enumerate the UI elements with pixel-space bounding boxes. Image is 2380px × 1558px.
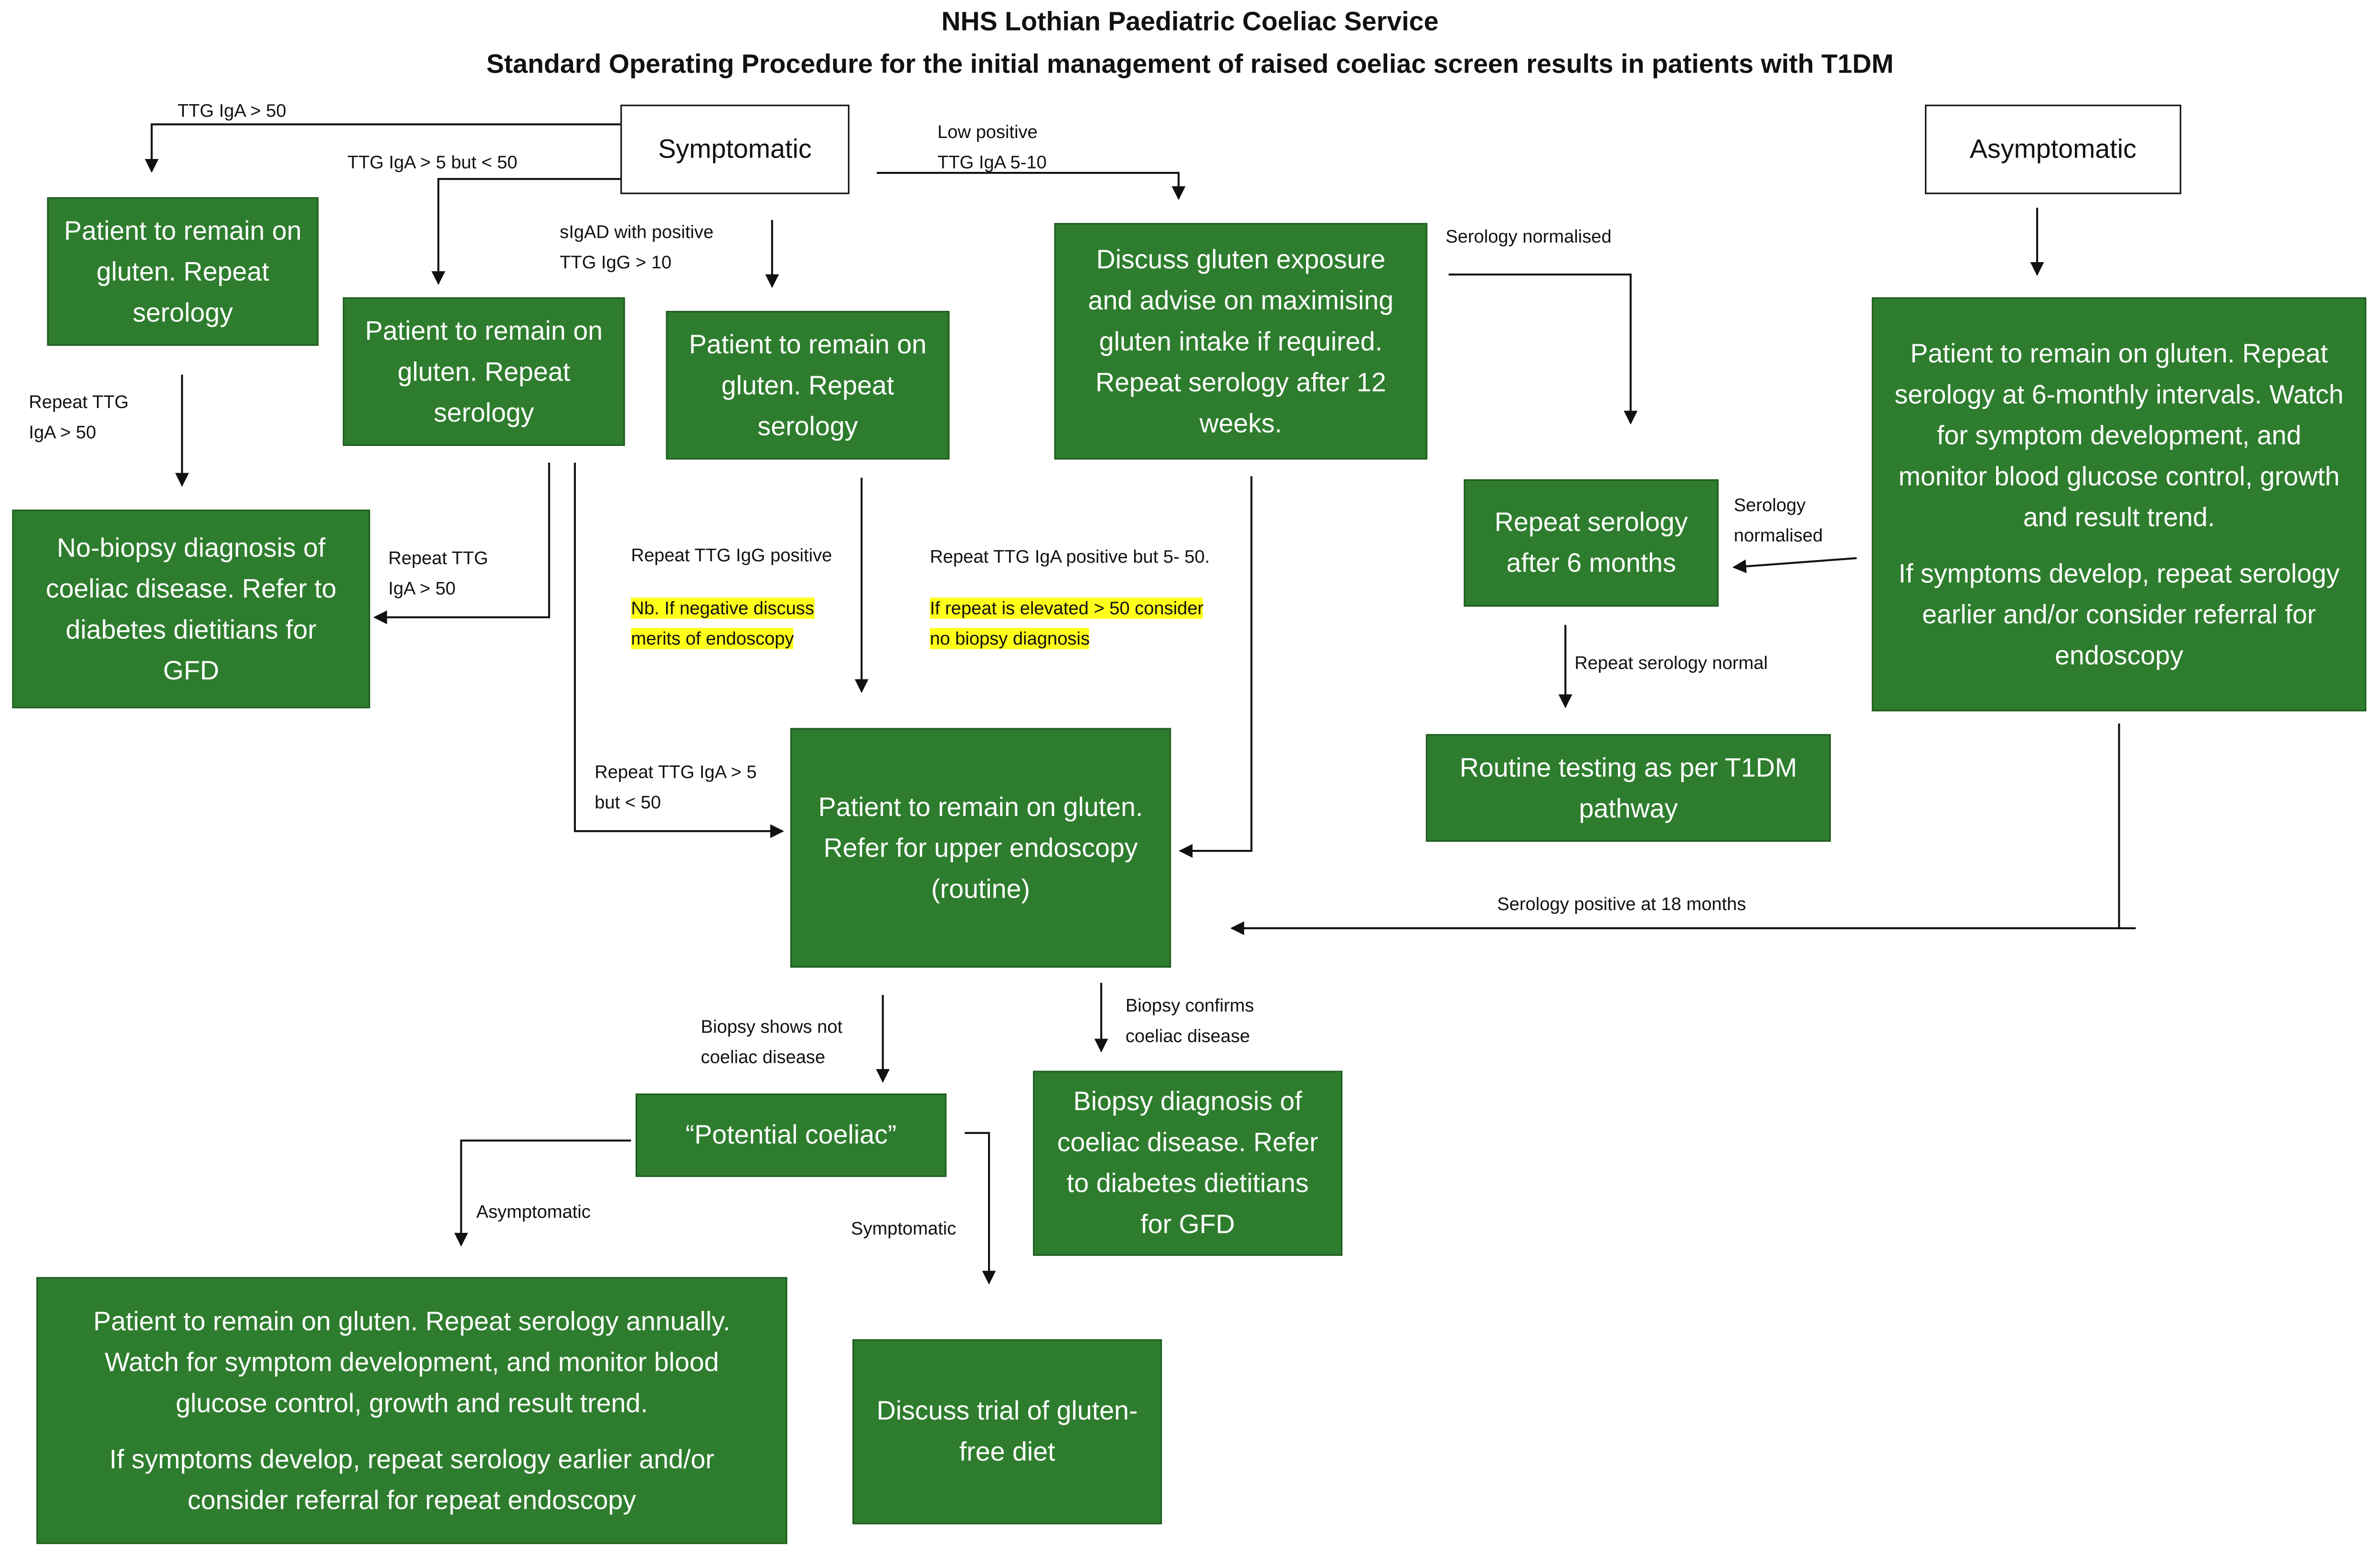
arrow-serology-normalised-top (1448, 273, 1638, 425)
symptomatic-box: Symptomatic (620, 105, 850, 194)
arrow-serology-normalised-side (1732, 557, 1857, 573)
label-nb-negative: Nb. If negative discuss merits of endosc… (631, 597, 814, 649)
discuss-gluten-box: Discuss gluten exposure and advise on ma… (1054, 223, 1428, 460)
label-serology-normalised-side: Serology normalised (1733, 494, 1823, 546)
routine-testing-text: Routine testing as per T1DM pathway (1459, 751, 1797, 823)
label-ttg-gt50: TTG IgA > 50 (177, 100, 287, 122)
label-repeat-ttg-iga-5-50: Repeat TTG IgA positive but 5- 50. (930, 546, 1210, 568)
asymptomatic-plan-box: Patient to remain on gluten. Repeat sero… (1871, 297, 2367, 711)
potential-coeliac-text: “Potential coeliac” (685, 1119, 897, 1150)
remain-repeat-text-c: Patient to remain on gluten. Repeat sero… (689, 328, 927, 441)
gfd-trial-box: Discuss trial of gluten-free diet (852, 1339, 1162, 1525)
label-repeat-ttg-gt50-b: Repeat TTG IgA > 50 (388, 547, 489, 599)
potential-coeliac-box: “Potential coeliac” (635, 1093, 947, 1177)
label-biopsy-confirms: Biopsy confirms coeliac disease (1125, 995, 1254, 1047)
annual-plan-text-1: Patient to remain on gluten. Repeat sero… (93, 1305, 731, 1418)
asymptomatic-label: Asymptomatic (1969, 133, 2136, 164)
title-line-2: Standard Operating Procedure for the ini… (486, 48, 1894, 79)
refer-endoscopy-text: Patient to remain on gluten. Refer for u… (818, 791, 1143, 903)
annual-plan-box: Patient to remain on gluten. Repeat sero… (36, 1277, 787, 1544)
arrow-symptomatic (965, 1132, 996, 1285)
label-asymptomatic: Asymptomatic (476, 1201, 591, 1223)
label-repeat-ttg-5-50: Repeat TTG IgA > 5 but < 50 (595, 761, 757, 813)
arrow-asymptomatic (454, 1139, 631, 1247)
label-serology-positive-18m: Serology positive at 18 months (1497, 893, 1746, 915)
label-repeat-ttg-gt50-a: Repeat TTG IgA > 50 (29, 391, 129, 443)
asymptomatic-plan-text-2: If symptoms develop, repeat serology ear… (1898, 557, 2340, 670)
arrow-iga-5-50 (1179, 476, 1253, 858)
label-repeat-ttg-igg-positive: Repeat TTG IgG positive (631, 544, 832, 566)
asymptomatic-box: Asymptomatic (1924, 105, 2181, 194)
asymptomatic-plan-text-1: Patient to remain on gluten. Repeat sero… (1894, 337, 2344, 532)
refer-endoscopy-box: Patient to remain on gluten. Refer for u… (790, 728, 1171, 968)
label-if-repeat-elevated: If repeat is elevated > 50 consider no b… (930, 597, 1204, 649)
remain-repeat-box-a: Patient to remain on gluten. Repeat sero… (47, 197, 319, 346)
label-repeat-serology-normal: Repeat serology normal (1574, 652, 1768, 674)
biopsy-diagnosis-text: Biopsy diagnosis of coeliac disease. Ref… (1057, 1086, 1318, 1240)
discuss-gluten-text: Discuss gluten exposure and advise on ma… (1088, 243, 1394, 438)
gfd-trial-text: Discuss trial of gluten-free diet (876, 1395, 1138, 1467)
label-biopsy-not-coeliac: Biopsy shows not coeliac disease (701, 1016, 843, 1068)
no-biopsy-text: No-biopsy diagnosis of coeliac disease. … (45, 531, 337, 685)
routine-testing-box: Routine testing as per T1DM pathway (1425, 734, 1831, 842)
annual-plan-text-2: If symptoms develop, repeat serology ear… (109, 1443, 714, 1515)
symptomatic-label: Symptomatic (658, 133, 812, 164)
biopsy-diagnosis-box: Biopsy diagnosis of coeliac disease. Ref… (1033, 1070, 1343, 1256)
remain-repeat-text-b: Patient to remain on gluten. Repeat sero… (365, 315, 603, 427)
no-biopsy-box: No-biopsy diagnosis of coeliac disease. … (12, 509, 371, 709)
repeat-6-months-text: Repeat serology after 6 months (1494, 506, 1688, 578)
label-low-positive: Low positive TTG IgA 5-10 (937, 121, 1047, 173)
repeat-6-months-box: Repeat serology after 6 months (1464, 479, 1719, 607)
label-ttg-5-50: TTG IgA > 5 but < 50 (347, 151, 518, 173)
remain-repeat-box-b: Patient to remain on gluten. Repeat sero… (342, 297, 625, 446)
label-serology-normalised-top: Serology normalised (1445, 226, 1612, 247)
remain-repeat-text-a: Patient to remain on gluten. Repeat sero… (64, 214, 302, 327)
label-symptomatic: Symptomatic (851, 1218, 956, 1240)
title-line-1: NHS Lothian Paediatric Coeliac Service (941, 6, 1439, 37)
remain-repeat-box-c: Patient to remain on gluten. Repeat sero… (666, 311, 950, 460)
label-sigad: sIgAD with positive TTG IgG > 10 (560, 221, 714, 273)
